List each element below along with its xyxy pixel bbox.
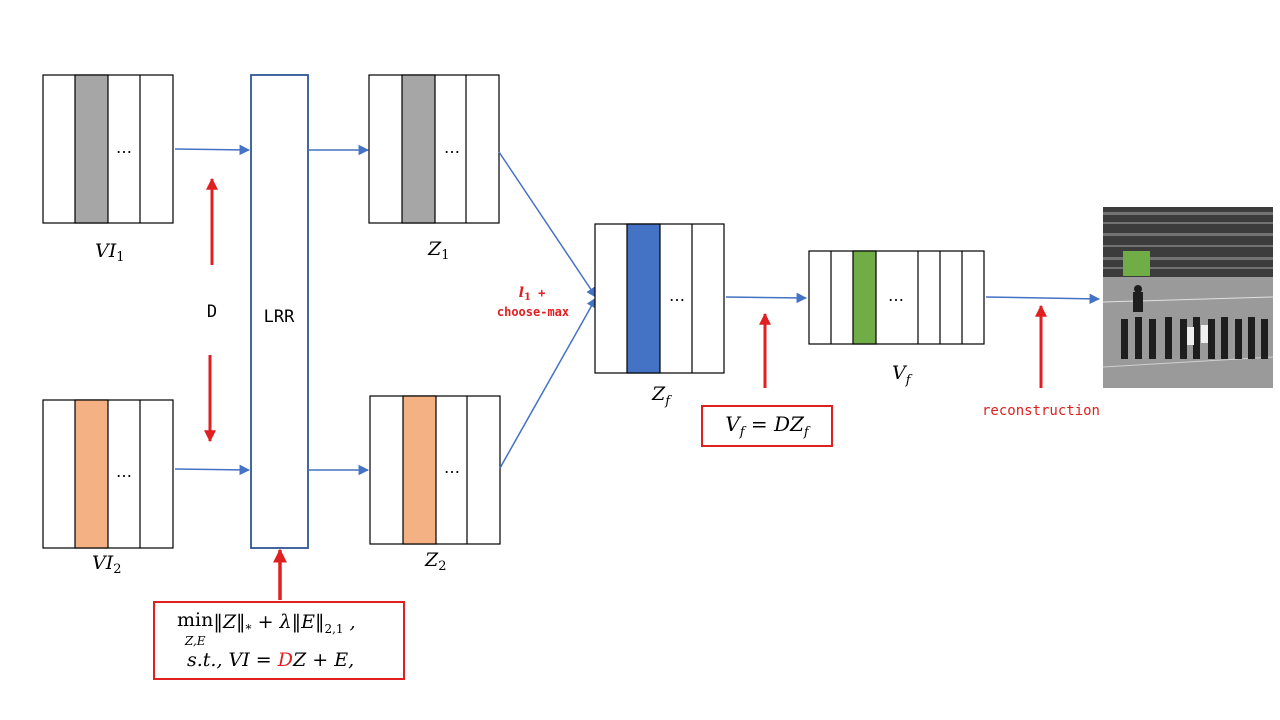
vi1-ellipsis: … <box>116 138 132 157</box>
z2-label: Z2 <box>424 549 446 574</box>
z2-orange-column <box>402 395 437 545</box>
vi2-orange-column <box>74 399 109 549</box>
vi1-gray-column <box>74 74 109 224</box>
vi1-matrix: … <box>42 74 174 224</box>
z1-to-zf-arrow <box>498 151 597 298</box>
vf-label: Vf <box>892 362 913 388</box>
vi1-to-lrr-arrow <box>174 144 251 156</box>
z1-label: Z1 <box>427 238 449 263</box>
vi2-label: VI2 <box>92 552 122 577</box>
zf-ellipsis: … <box>669 286 685 305</box>
zf-matrix: … <box>594 223 725 374</box>
vi2-matrix: … <box>42 399 174 549</box>
z2-to-zf-arrow <box>499 297 597 469</box>
vi2-ellipsis: … <box>116 462 132 481</box>
zf-to-vf-arrow <box>725 292 808 304</box>
reconstruction-label: reconstruction <box>982 403 1100 419</box>
z1-gray-column <box>401 74 436 224</box>
z2-ellipsis: … <box>444 458 460 477</box>
choose-max-label: choose-max <box>497 305 569 319</box>
objective-line: min Z,E ‖Z‖* + λ‖E‖2,1 , <box>177 609 356 648</box>
z1-ellipsis: … <box>444 138 460 157</box>
vf-equation-box: Vf = DZf <box>701 405 833 447</box>
zf-blue-column <box>626 223 661 374</box>
vi1-label: VI1 <box>95 240 125 265</box>
z2-matrix: … <box>369 395 501 545</box>
vf-ellipsis: … <box>888 286 904 305</box>
lrr-label: LRR <box>264 307 295 327</box>
lrr-box <box>250 74 309 549</box>
constraint-line: s.t., VI = DZ + E, <box>187 649 355 671</box>
d-label: D <box>207 302 217 322</box>
vf-matrix: … <box>808 250 985 345</box>
lrr-objective-box: min Z,E ‖Z‖* + λ‖E‖2,1 , s.t., VI = DZ +… <box>153 601 405 680</box>
vf-green-column <box>852 250 877 345</box>
z1-matrix: … <box>368 74 500 224</box>
min-operator: min <box>177 609 214 631</box>
green-patch <box>1123 251 1150 276</box>
vf-to-image-arrow <box>985 293 1101 305</box>
vi2-to-lrr-arrow <box>174 464 251 476</box>
l1-label: l1 + <box>519 285 546 303</box>
vf-equation: Vf = DZf <box>725 412 809 440</box>
reconstructed-image <box>1103 207 1273 388</box>
zf-label: Zf <box>651 383 672 409</box>
min-subscript: Z,E <box>184 634 206 648</box>
constraint-d: D <box>277 649 294 671</box>
